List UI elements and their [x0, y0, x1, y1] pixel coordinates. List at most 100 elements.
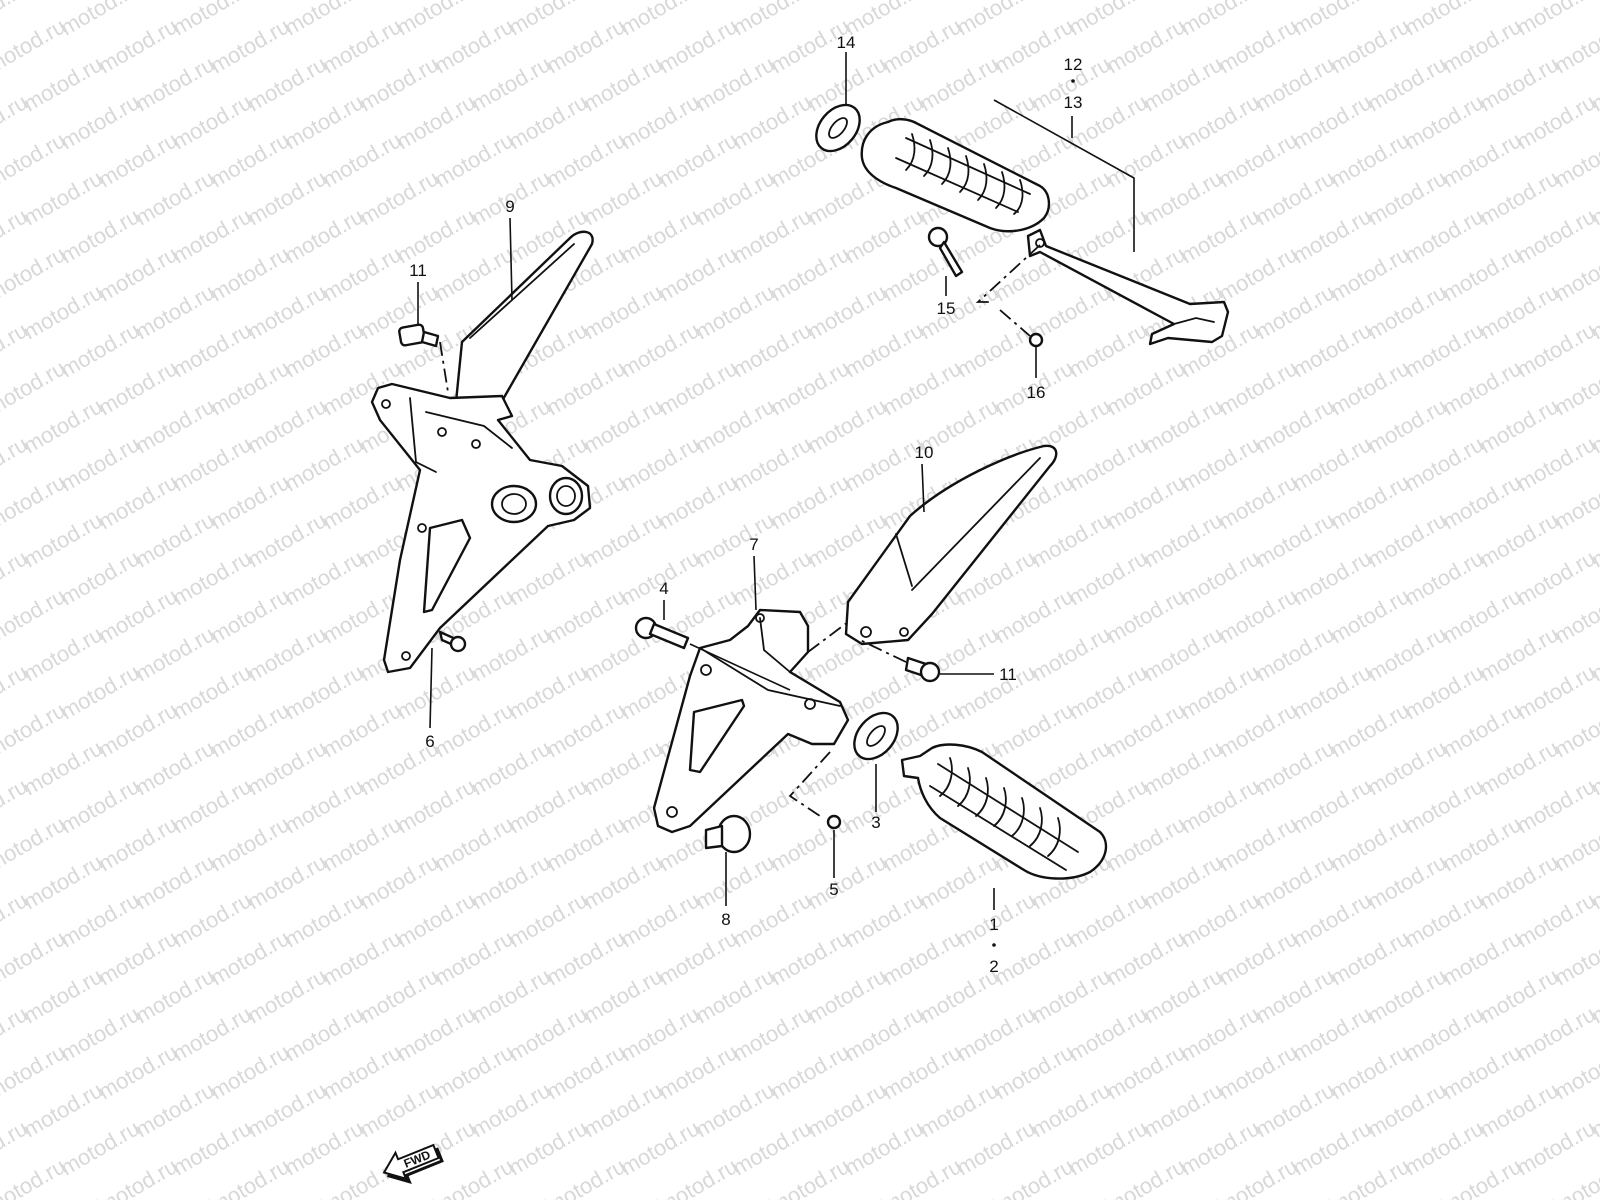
watermark-text: motod.ru — [19, 51, 107, 116]
watermark-text: motod.ru — [1475, 621, 1563, 686]
watermark-text: motod.ru — [94, 697, 182, 762]
left-plate-bolt — [398, 323, 449, 393]
watermark-text: motod.ru — [952, 89, 1040, 154]
watermark-text: motod.ru — [280, 887, 368, 952]
watermark-text: motod.ru — [430, 241, 518, 306]
watermark-text: motod.ru — [1102, 1039, 1190, 1104]
watermark-text: motod.ru — [691, 963, 779, 1028]
front-footrest-rubber — [900, 743, 1108, 880]
watermark-text: motod.ru — [1027, 507, 1115, 572]
watermark-text: motod.ru — [1363, 1077, 1451, 1142]
watermark-text: motod.ru — [94, 925, 182, 990]
watermark-text: motod.ru — [1102, 925, 1190, 990]
watermark-text: motod.ru — [430, 811, 518, 876]
watermark-text: motod.ru — [1512, 1001, 1600, 1066]
front-heel-guard-bolt — [859, 639, 941, 683]
watermark-text: motod.ru — [691, 165, 779, 230]
watermark-text: motod.ru — [579, 1077, 667, 1142]
watermark-text: motod.ru — [1438, 1039, 1526, 1104]
watermark-text: motod.ru — [206, 925, 294, 990]
watermark-text: motod.ru — [280, 1001, 368, 1066]
watermark-text: motod.ru — [1363, 963, 1451, 1028]
watermark-text: motod.ru — [1512, 659, 1600, 724]
callout-3: 3 — [871, 813, 880, 832]
callout-12: 12 — [1064, 55, 1083, 74]
callout-11-right: 11 — [999, 665, 1017, 684]
watermark-text: motod.ru — [1400, 887, 1488, 952]
watermark-text: motod.ru — [243, 621, 331, 686]
watermark-text: motod.ru — [430, 13, 518, 78]
watermark-text: motod.ru — [616, 887, 704, 952]
watermark-text: motod.ru — [915, 849, 1003, 914]
callout-6: 6 — [425, 732, 434, 751]
watermark-text: motod.ru — [56, 773, 144, 838]
watermark-text: motod.ru — [915, 51, 1003, 116]
watermark-text: motod.ru — [280, 89, 368, 154]
watermark-text: motod.ru — [1214, 925, 1302, 990]
watermark-text: motod.ru — [1214, 241, 1302, 306]
front-heel-guard — [844, 444, 1058, 646]
watermark-text: motod.ru — [1400, 317, 1488, 382]
watermark-text: motod.ru — [1214, 811, 1302, 876]
watermark-text: motod.ru — [579, 165, 667, 230]
watermark-text: motod.ru — [728, 431, 816, 496]
watermark-text: motod.ru — [1438, 697, 1526, 762]
watermark-text: motod.ru — [1512, 203, 1600, 268]
watermark-text: motod.ru — [168, 203, 256, 268]
watermark-text: motod.ru — [542, 811, 630, 876]
watermark-text: motod.ru — [654, 355, 742, 420]
watermark-text: motod.ru — [1251, 735, 1339, 800]
watermark-text: motod.ru — [355, 165, 443, 230]
watermark-text: motod.ru — [803, 279, 891, 344]
watermark-text: motod.ru — [1512, 887, 1600, 952]
callout-separator-dot — [992, 943, 996, 947]
watermark-text: motod.ru — [19, 1077, 107, 1142]
watermark-text: motod.ru — [654, 925, 742, 990]
watermark-text: motod.ru — [1139, 621, 1227, 686]
watermark-text: motod.ru — [504, 773, 592, 838]
watermark-text: motod.ru — [430, 1039, 518, 1104]
watermark-text: motod.ru — [1064, 317, 1152, 382]
watermark-text: motod.ru — [168, 887, 256, 952]
callout-10: 10 — [915, 443, 934, 462]
watermark-text: motod.ru — [579, 393, 667, 458]
watermark-text: motod.ru — [542, 697, 630, 762]
watermark-text: motod.ru — [1102, 469, 1190, 534]
watermark-text: motod.ru — [728, 89, 816, 154]
watermark-text: motod.ru — [467, 1077, 555, 1142]
watermark-text: motod.ru — [1214, 469, 1302, 534]
watermark-text: motod.ru — [1475, 279, 1563, 344]
watermark-text: motod.ru — [318, 469, 406, 534]
watermark-text: motod.ru — [168, 431, 256, 496]
watermark-text: motod.ru — [1512, 773, 1600, 838]
watermark-text: motod.ru — [1363, 51, 1451, 116]
watermark-text: motod.ru — [206, 469, 294, 534]
watermark-text: motod.ru — [19, 849, 107, 914]
front-clip — [788, 751, 842, 830]
callout-labels: 1 2 3 4 5 6 7 8 9 10 11 11 12 13 14 15 1… — [409, 33, 1082, 976]
watermark-text: motod.ru — [1475, 735, 1563, 800]
watermark-text: motod.ru — [990, 1039, 1078, 1104]
watermark-text: motod.ru — [1475, 51, 1563, 116]
watermark-text: motod.ru — [691, 51, 779, 116]
watermark-text: motod.ru — [19, 963, 107, 1028]
watermark-text: motod.ru — [840, 887, 928, 952]
watermark-text: motod.ru — [243, 849, 331, 914]
watermark-text: motod.ru — [504, 659, 592, 724]
watermark-text: motod.ru — [728, 1115, 816, 1180]
watermark-text: motod.ru — [1438, 13, 1526, 78]
watermark-text: motod.ru — [1363, 621, 1451, 686]
watermark-text: motod.ru — [1176, 545, 1264, 610]
watermark-text: motod.ru — [206, 583, 294, 648]
watermark-text: motod.ru — [1139, 849, 1227, 914]
watermark-text: motod.ru — [467, 621, 555, 686]
watermark-text: motod.ru — [1438, 127, 1526, 192]
watermark-text: motod.ru — [94, 241, 182, 306]
watermark-text: motod.ru — [56, 545, 144, 610]
watermark-text: motod.ru — [579, 507, 667, 572]
watermark-text: motod.ru — [542, 355, 630, 420]
watermark-text: motod.ru — [1176, 431, 1264, 496]
watermark-text: motod.ru — [1102, 697, 1190, 762]
watermark-text: motod.ru — [392, 89, 480, 154]
rear-footrest-bracket — [1026, 228, 1230, 346]
